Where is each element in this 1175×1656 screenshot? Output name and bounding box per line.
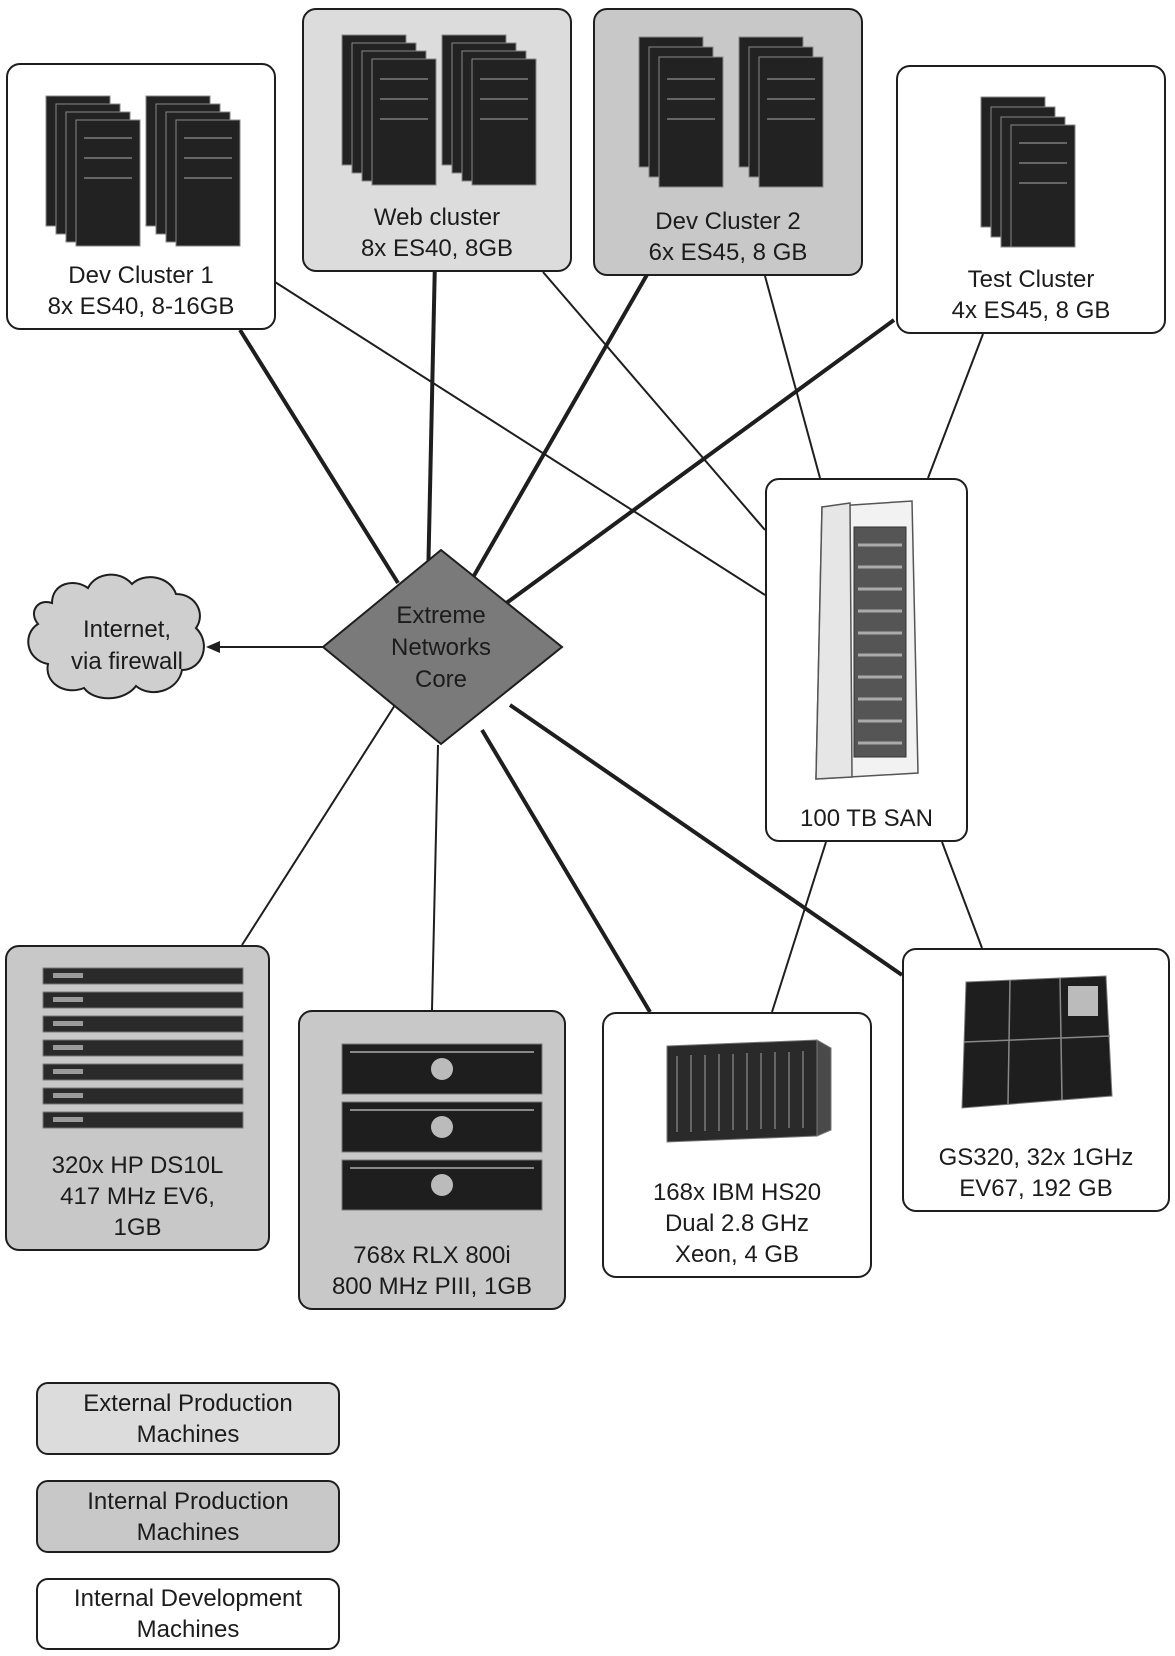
link-san-dev-cluster-2 xyxy=(764,275,821,479)
server-tower-graphic xyxy=(45,95,241,246)
node-label: 320x HP DS10L 417 MHz EV6, 1GB xyxy=(51,1152,224,1241)
cloud-icon xyxy=(27,573,205,700)
node-san[interactable]: 100 TB SAN xyxy=(765,478,968,842)
node-rlx[interactable]: 768x RLX 800i 800 MHz PIII, 1GB xyxy=(298,1010,566,1310)
link-san-dev-cluster-1 xyxy=(274,281,766,596)
server-tower-graphic xyxy=(341,34,537,186)
link-core-test-cluster xyxy=(488,318,896,617)
core-label: Extreme Networks Core xyxy=(390,602,492,693)
link-core-web-cluster xyxy=(426,258,437,584)
link-core-rlx xyxy=(431,744,439,1011)
blade-chassis-icon xyxy=(300,1012,564,1240)
rack-server-stack-graphic xyxy=(42,967,243,1128)
link-core-dev-cluster-2 xyxy=(458,272,650,601)
server-tower-icon xyxy=(304,10,570,202)
rack-server-stack-icon xyxy=(7,947,268,1150)
blade-chassis-graphic xyxy=(341,1043,543,1211)
core-diamond xyxy=(321,548,564,746)
node-hp-ds10l[interactable]: 320x HP DS10L 417 MHz EV6, 1GB xyxy=(5,945,270,1251)
server-tower-icon xyxy=(595,10,861,206)
node-label: 100 TB SAN xyxy=(800,805,933,832)
link-core-hp-ds10l xyxy=(241,704,396,946)
node-label: 768x RLX 800i 800 MHz PIII, 1GB xyxy=(331,1242,533,1300)
server-tower-graphic xyxy=(638,36,824,188)
node-dev-cluster-2[interactable]: Dev Cluster 2 6x ES45, 8 GB xyxy=(593,8,863,276)
legend-internal-development: Internal Development Machines xyxy=(36,1578,340,1650)
node-label: 168x IBM HS20 Dual 2.8 GHz Xeon, 4 GB xyxy=(652,1179,822,1268)
storage-rack-icon xyxy=(767,480,966,803)
server-tower-icon xyxy=(8,65,274,260)
link-core-ibm xyxy=(480,728,652,1014)
node-label: GS320, 32x 1GHz EV67, 192 GB xyxy=(938,1144,1134,1202)
node-label: Test Cluster 4x ES45, 8 GB xyxy=(951,266,1111,324)
mainframe-cabinet-icon xyxy=(904,950,1168,1142)
server-tower-icon xyxy=(898,67,1164,264)
node-label: Dev Cluster 1 8x ES40, 8-16GB xyxy=(47,262,235,320)
node-dev-cluster-1[interactable]: Dev Cluster 1 8x ES40, 8-16GB xyxy=(6,63,276,330)
node-gs320[interactable]: GS320, 32x 1GHz EV67, 192 GB xyxy=(902,948,1170,1212)
node-test-cluster[interactable]: Test Cluster 4x ES45, 8 GB xyxy=(896,65,1166,334)
link-core-dev-cluster-1 xyxy=(238,328,400,585)
node-label: Dev Cluster 2 6x ES45, 8 GB xyxy=(648,208,808,266)
internet-label: Internet, via firewall xyxy=(70,616,184,675)
mainframe-cabinet-graphic xyxy=(961,975,1113,1109)
node-web-cluster[interactable]: Web cluster 8x ES40, 8GB xyxy=(302,8,572,272)
storage-rack-graphic xyxy=(814,499,919,780)
link-san-gs320 xyxy=(941,841,983,949)
legend-internal-production: Internal Production Machines xyxy=(36,1480,340,1553)
node-label: Web cluster 8x ES40, 8GB xyxy=(360,204,514,262)
server-tower-graphic xyxy=(980,96,1076,247)
link-core-gs320 xyxy=(508,703,904,977)
link-san-web-cluster xyxy=(542,271,766,531)
node-ibm[interactable]: 168x IBM HS20 Dual 2.8 GHz Xeon, 4 GB xyxy=(602,1012,872,1278)
legend-external-production: External Production Machines xyxy=(36,1382,340,1455)
blade-center-icon xyxy=(604,1014,870,1177)
link-san-test-cluster xyxy=(927,333,984,479)
blade-center-graphic xyxy=(666,1038,832,1143)
link-san-ibm xyxy=(771,841,827,1013)
